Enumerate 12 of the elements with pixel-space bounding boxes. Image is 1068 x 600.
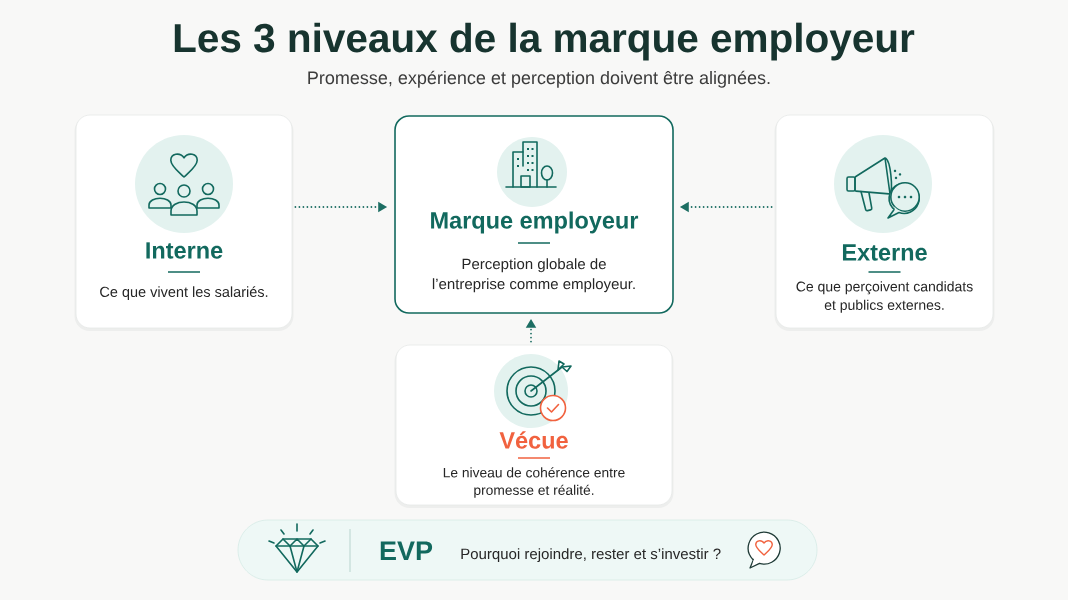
card-text: Ce que vivent les salariés.: [100, 286, 268, 300]
card-title: Interne: [146, 242, 223, 259]
card-text: Le niveau de cohérence entre promesse et réalité.: [443, 467, 625, 498]
card-title: Vécue: [499, 431, 568, 449]
card-text: Ce que perçoivent candidats et publics externes.: [796, 281, 973, 313]
card-title: Externe: [842, 244, 927, 261]
banner-text: Pourquoi rejoindre, rester et s’investir ?: [461, 548, 721, 563]
title: Les 3 niveaux de la marque employeur: [174, 22, 915, 61]
card-title: Marque employeur: [431, 211, 639, 234]
card-text: Perception globale de l’entreprise comme employeur.: [432, 258, 635, 293]
banner-title: EVP: [380, 541, 433, 560]
subtitle: Promesse, expérience et perception doivent être alignées.: [308, 70, 770, 88]
